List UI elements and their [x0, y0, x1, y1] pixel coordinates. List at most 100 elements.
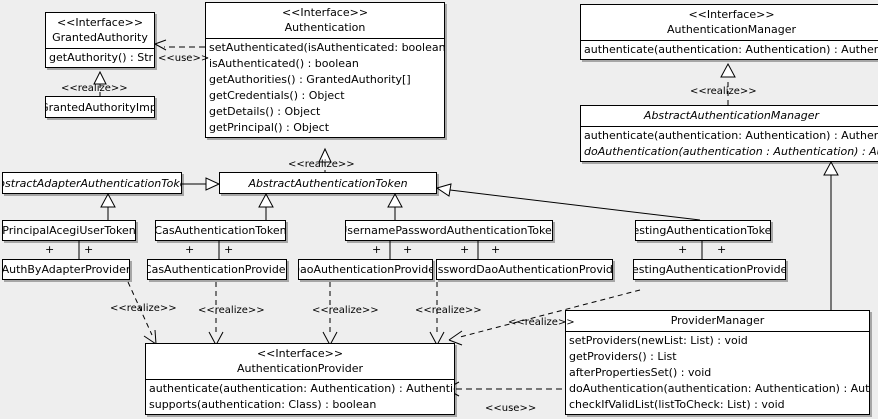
divider [146, 379, 454, 380]
class-name-label: GrantedAuthorityImpl [45, 100, 155, 114]
edge-generalization-providermanager [823, 160, 839, 310]
edge-generalization-casauthenticationtoken [258, 192, 274, 220]
class-box-granted-authority[interactable]: <<Interface>> GrantedAuthority getAuthor… [45, 12, 155, 68]
class-box-testing-authentication-provider[interactable]: TestingAuthenticationProvider [633, 259, 786, 280]
class-box-principal-acegi-user-token[interactable]: PrincipalAcegiUserToken [2, 220, 136, 241]
member-item: isAuthenticated() : boolean [209, 57, 359, 70]
class-name-label: AbstractAuthenticationManager [643, 109, 820, 122]
class-box-dao-authentication-provider[interactable]: DaoAuthenticationProvider [298, 259, 433, 280]
class-header-provider-manager: ProviderManager [566, 311, 869, 331]
class-box-cas-authentication-provider[interactable]: CasAuthenticationProvider [147, 259, 287, 280]
class-box-granted-authority-impl[interactable]: GrantedAuthorityImpl [45, 96, 155, 118]
member-item: doAuthentication(authentication: Authent… [569, 382, 869, 395]
class-box-abstract-authentication-token[interactable]: AbstractAuthenticationToken [219, 172, 437, 194]
class-box-authentication-manager[interactable]: <<Interface>> AuthenticationManager auth… [580, 4, 878, 60]
class-name-label: TestingAuthenticationProvider [633, 263, 786, 276]
class-box-abstract-authentication-manager[interactable]: AbstractAuthenticationManager authentica… [580, 105, 878, 162]
class-name-label: PrincipalAcegiUserToken [2, 224, 136, 237]
edge-generalization-abstractadaptertoken [182, 177, 221, 191]
class-header-authentication-provider: <<Interface>> AuthenticationProvider [146, 344, 454, 379]
member-item: getAuthorities() : GrantedAuthority[] [209, 73, 411, 86]
assoc-plus-marker: + [403, 243, 413, 256]
assoc-plus-marker: + [717, 243, 727, 256]
edge-label-realize-cas: <<realize>> [198, 305, 265, 316]
class-name-label: AuthByAdapterProvider [2, 263, 130, 276]
edge-label-use-providermanager-authenticationprovider: <<use>> [485, 403, 537, 414]
class-name-label: DaoAuthenticationProvider [298, 263, 433, 276]
class-box-provider-manager[interactable]: ProviderManager setProviders(newList: Li… [565, 310, 870, 415]
stereotype-label: <<Interface>> [688, 8, 775, 21]
member-item: getAuthority() : String [49, 51, 154, 64]
class-box-testing-authentication-token[interactable]: TestingAuthenticationToken [635, 220, 771, 241]
class-name-label: AbstractAuthenticationToken [248, 176, 408, 190]
edge-label-realize-abstractauthenticationmanager: <<realize>> [690, 86, 757, 97]
assoc-plus-marker: + [491, 243, 501, 256]
member-item: doAuthentication(authentication : Authen… [584, 145, 878, 158]
class-header-abstract-authentication-manager: AbstractAuthenticationManager [581, 106, 878, 126]
edge-label-realize-dao: <<realize>> [312, 305, 379, 316]
member-item: authenticate(authentication: Authenticat… [584, 129, 878, 142]
class-box-auth-by-adapter-provider[interactable]: AuthByAdapterProvider [2, 259, 130, 280]
edge-label-realize-abstractauthenticationtoken: <<realize>> [288, 159, 355, 170]
assoc-plus-marker: + [185, 243, 195, 256]
divider [206, 38, 444, 39]
class-name-label: PasswordDaoAuthenticationProvider [437, 263, 613, 276]
assoc-plus-marker: + [678, 243, 688, 256]
assoc-plus-marker: + [84, 243, 94, 256]
member-item: getProviders() : List [569, 350, 677, 363]
edge-use-providermanager-authenticationprovider [445, 381, 562, 397]
member-item: setProviders(newList: List) : void [569, 334, 748, 347]
class-name-label: AuthenticationProvider [236, 362, 364, 375]
class-name-label: GrantedAuthority [52, 31, 148, 44]
edge-label-realize-providermanager: <<realize>> [508, 317, 575, 328]
class-header-authentication: <<Interface>> Authentication [206, 3, 444, 38]
class-name-label: TestingAuthenticationToken [635, 224, 771, 237]
member-list: setProviders(newList: List) : void getPr… [566, 332, 869, 414]
class-box-authentication[interactable]: <<Interface>> Authentication setAuthenti… [205, 2, 445, 138]
class-box-authentication-provider[interactable]: <<Interface>> AuthenticationProvider aut… [145, 343, 455, 415]
member-item: authenticate(authentication: Authenticat… [584, 43, 878, 56]
stereotype-label: <<Interface>> [56, 16, 144, 29]
edge-label-realize-authbyadapter: <<realize>> [110, 303, 177, 314]
member-item: setAuthenticated(isAuthenticated: boolea… [209, 41, 444, 54]
member-item: afterPropertiesSet() : void [569, 366, 712, 379]
edge-realize-abstractauthenticationmanager [720, 62, 736, 105]
assoc-plus-marker: + [460, 243, 470, 256]
class-name-label: CasAuthenticationProvider [147, 263, 287, 276]
class-name-label: UsernamePasswordAuthenticationToken [345, 224, 553, 237]
class-name-label: AbstractAdapterAuthenticationToken [3, 176, 181, 190]
edge-label-realize-passworddao: <<realize>> [415, 305, 482, 316]
member-list: authenticate(authentication: Authenticat… [581, 41, 878, 59]
member-item: supports(authentication: Class) : boolea… [149, 398, 377, 411]
class-box-cas-authentication-token[interactable]: CasAuthenticationToken [155, 220, 286, 241]
member-list: setAuthenticated(isAuthenticated: boolea… [206, 39, 444, 137]
assoc-plus-marker: + [45, 243, 55, 256]
edge-generalization-testingauthenticationtoken [435, 183, 701, 221]
class-name-label: CasAuthenticationToken [155, 224, 286, 237]
divider [581, 126, 878, 127]
member-list: authenticate(authentication: Authenticat… [581, 127, 878, 161]
edge-label-realize-grantedauthorityimpl: <<realize>> [61, 83, 128, 94]
class-name-label: AuthenticationManager [667, 23, 796, 36]
divider [46, 48, 154, 49]
member-item: authenticate(authentication: Authenticat… [149, 382, 454, 395]
member-list: getAuthority() : String [46, 49, 154, 67]
class-box-username-password-authentication-token[interactable]: UsernamePasswordAuthenticationToken [345, 220, 553, 241]
stereotype-label: <<Interface>> [256, 347, 344, 360]
divider [566, 331, 869, 332]
edge-label-use-authentication-grantedauthority: <<use>> [158, 53, 210, 64]
assoc-plus-marker: + [372, 243, 382, 256]
member-item: checkIfValidList(listToCheck: List) : vo… [569, 398, 785, 411]
member-item: getCredentials() : Object [209, 89, 345, 102]
class-name-label: Authentication [284, 21, 366, 34]
edge-generalization-principalacegiusertoken [100, 192, 116, 220]
divider [581, 40, 878, 41]
assoc-plus-marker: + [224, 243, 234, 256]
class-box-abstract-adapter-authentication-token[interactable]: AbstractAdapterAuthenticationToken [2, 172, 182, 194]
edge-use-authentication-grantedauthority [154, 39, 205, 51]
member-item: getPrincipal() : Object [209, 121, 330, 134]
class-box-password-dao-authentication-provider[interactable]: PasswordDaoAuthenticationProvider [436, 259, 613, 280]
class-header-authentication-manager: <<Interface>> AuthenticationManager [581, 5, 878, 40]
edge-generalization-usernamepasswordtoken [387, 192, 403, 220]
